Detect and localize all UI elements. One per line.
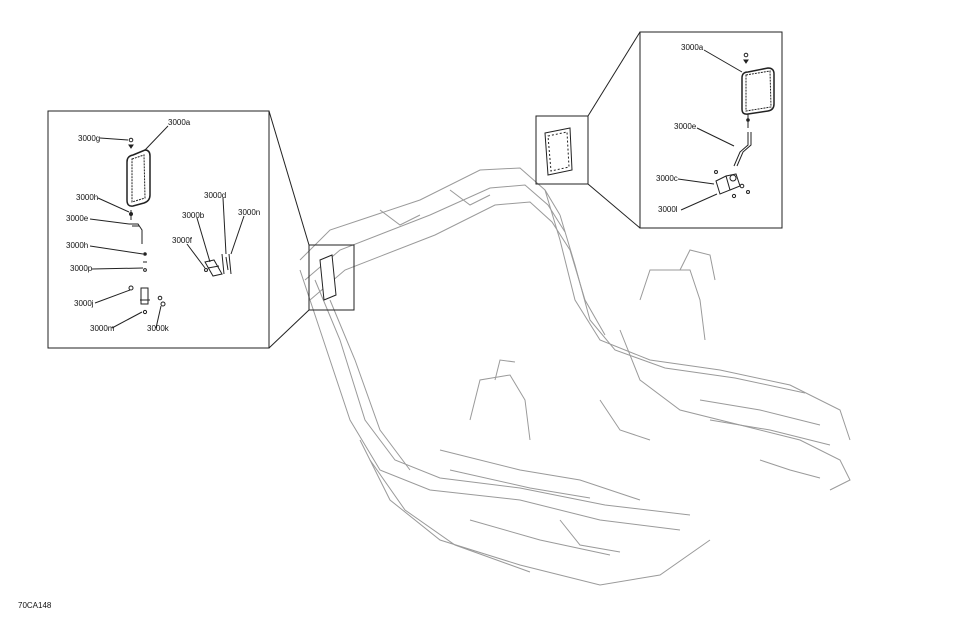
label-3000f: 3000f xyxy=(172,236,193,245)
left-mirror-assembly xyxy=(89,125,245,329)
label-3000g: 3000g xyxy=(78,134,101,143)
label-3000n: 3000n xyxy=(238,208,261,217)
vehicle-frame xyxy=(299,167,851,586)
diagram-reference-code: 70CA148 xyxy=(18,601,52,610)
label-3000a-left: 3000a xyxy=(168,118,191,127)
label-3000k: 3000k xyxy=(147,324,169,333)
left-callout-frame xyxy=(47,110,310,349)
label-3000j: 3000j xyxy=(74,299,94,308)
label-3000e-right: 3000e xyxy=(674,122,697,131)
label-3000e-left: 3000e xyxy=(66,214,89,223)
label-3000d: 3000d xyxy=(204,191,227,200)
label-3000h-lower: 3000h xyxy=(66,241,89,250)
label-3000h-upper: 3000h xyxy=(76,193,99,202)
label-3000m: 3000m xyxy=(90,324,115,333)
left-zoom-source-box xyxy=(308,244,355,311)
right-zoom-source-box xyxy=(535,115,589,185)
label-3000c: 3000c xyxy=(656,174,678,183)
label-3000a-right: 3000a xyxy=(681,43,704,52)
label-3000l: 3000l xyxy=(658,205,678,214)
right-callout-frame xyxy=(587,31,783,229)
right-mirror-assembly xyxy=(677,49,775,211)
label-3000p: 3000p xyxy=(70,264,93,273)
label-3000b: 3000b xyxy=(182,211,205,220)
